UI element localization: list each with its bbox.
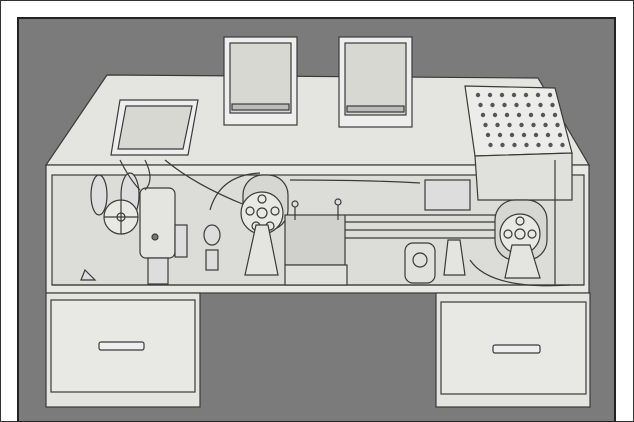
key <box>555 122 560 128</box>
key <box>526 102 531 108</box>
key <box>490 102 495 108</box>
key <box>535 92 541 98</box>
key <box>475 92 481 98</box>
key <box>483 122 488 128</box>
key <box>519 122 524 128</box>
key <box>516 112 522 118</box>
key <box>524 142 529 148</box>
key <box>507 122 512 128</box>
keyboard-box <box>464 85 573 201</box>
key <box>500 142 505 148</box>
key <box>514 102 519 108</box>
key <box>533 132 539 138</box>
key <box>480 112 486 118</box>
key <box>548 142 553 148</box>
film-rails <box>345 179 520 284</box>
key <box>492 112 498 118</box>
key <box>557 132 563 138</box>
key <box>536 142 541 148</box>
right-roller <box>469 160 571 287</box>
left-drawer-handle <box>98 341 145 351</box>
key <box>502 102 507 108</box>
key <box>531 122 536 128</box>
key <box>543 122 548 128</box>
center-left-screen <box>223 36 298 126</box>
tilted-screen <box>110 99 199 156</box>
key <box>488 142 493 148</box>
key <box>547 92 553 98</box>
center-roller <box>209 172 421 276</box>
key <box>495 122 500 128</box>
center-right-screen <box>338 36 413 128</box>
key <box>550 102 555 108</box>
key <box>478 102 483 108</box>
key <box>512 142 517 148</box>
key <box>523 92 529 98</box>
key <box>487 92 493 98</box>
key <box>499 92 505 98</box>
key <box>511 92 517 98</box>
key <box>504 112 510 118</box>
key <box>538 102 543 108</box>
key <box>540 112 546 118</box>
central-mechanism <box>284 198 348 286</box>
key <box>528 112 534 118</box>
key <box>521 132 527 138</box>
key <box>560 142 565 148</box>
key <box>545 132 551 138</box>
right-drawer-handle <box>492 344 541 354</box>
left-machinery <box>80 159 246 285</box>
key <box>552 112 558 118</box>
key <box>497 132 503 138</box>
key <box>509 132 515 138</box>
key <box>485 132 491 138</box>
